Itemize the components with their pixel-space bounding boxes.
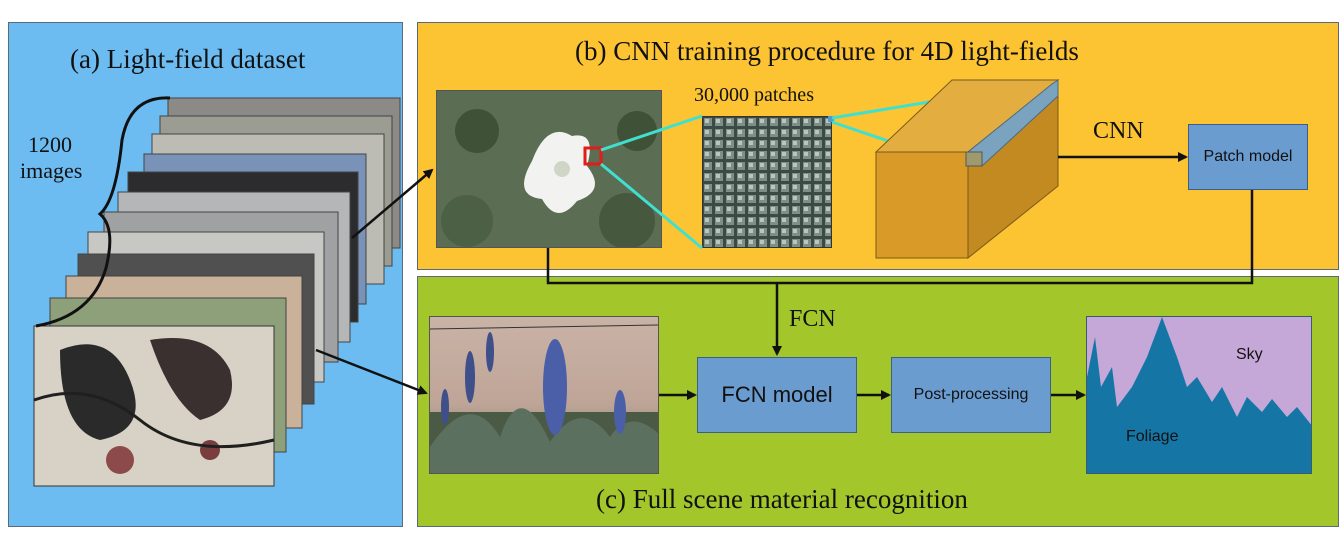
panel-a-title: (a) Light-field dataset — [70, 44, 306, 74]
cnn-label: CNN — [1093, 118, 1144, 144]
curly-bracket — [35, 96, 171, 328]
segmentation-result — [1086, 316, 1312, 474]
model-merge-line — [546, 190, 1254, 285]
post-processing-box: Post-processing — [891, 357, 1051, 433]
image-count-number: 1200 — [28, 132, 72, 157]
flower-photo — [436, 90, 662, 248]
patches-label: 30,000 patches — [694, 84, 814, 106]
input-scene-photo — [429, 316, 659, 474]
patch-marker — [828, 116, 834, 122]
cnn-volume-cube — [874, 78, 1060, 260]
flower-art — [437, 91, 661, 247]
fcn-model-box: FCN model — [697, 357, 857, 433]
input-scene-art — [430, 324, 658, 473]
foliage-segment-art — [1087, 317, 1311, 473]
sky-label: Sky — [1236, 346, 1263, 363]
zoom-line-top — [600, 114, 703, 152]
front-fabric-image — [33, 325, 275, 487]
foliage-label: Foliage — [1126, 428, 1179, 445]
arrow-stack-to-flower — [351, 168, 434, 239]
patch-grid-art — [703, 117, 831, 247]
fcn-label: FCN — [789, 306, 836, 332]
patch-model-box: Patch model — [1188, 124, 1308, 190]
panel-b-title: (b) CNN training procedure for 4D light-… — [575, 36, 1079, 66]
image-count-unit: images — [20, 158, 83, 183]
arrow-stack-to-scene — [315, 348, 428, 395]
patch-grid — [702, 116, 832, 248]
zoom-line-bottom — [600, 162, 703, 250]
panel-c-title: (c) Full scene material recognition — [596, 484, 968, 514]
patch-highlight — [583, 146, 603, 166]
